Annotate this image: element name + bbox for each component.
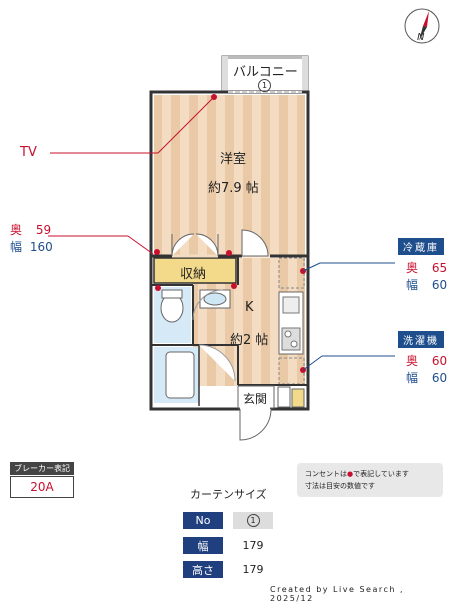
compass-north-letter: N [417,32,425,43]
outlet-note-line1-pre: コンセントは [305,470,347,478]
washer-size: 奥 60 幅 60 [406,353,447,387]
window-width-value: 160 [29,240,53,254]
window-depth-label: 奥 [10,223,23,237]
compass-icon [404,8,440,44]
window-depth-value: 59 [35,223,52,237]
washer-width-label: 幅 [406,371,419,385]
fridge-depth-label: 奥 [406,261,419,275]
western-room-floor [154,95,305,255]
washer-width-value: 60 [431,371,448,385]
outlet-marker [231,283,237,289]
kitchen-label: K [245,300,254,315]
curtain-row-header: 高さ [183,561,223,578]
curtain-title: カーテンサイズ [190,488,267,501]
fridge-size: 奥 65 幅 60 [406,260,447,294]
curtain-row-value: 1 [233,512,273,529]
curtain-row-value: 179 [242,563,264,576]
outlet-marker [155,285,161,291]
curtain-no-badge: 1 [246,514,260,527]
window-width-label: 幅 [10,240,23,254]
breaker-title: ブレーカー表記 [10,462,74,475]
tv-label: TV [20,145,37,160]
washer-title: 洗濯機 [398,331,444,348]
outlet-marker [226,250,232,256]
washer-depth-value: 60 [431,354,448,368]
balcony-number: 1 [261,81,268,90]
outlet-note-line2: 寸法は目安の数値です [305,482,375,490]
window-size-annotation: 奥 59 幅 160 [10,222,53,256]
fridge-depth-value: 65 [431,261,448,275]
fridge-title: 冷蔵庫 [398,238,444,255]
washer-depth-label: 奥 [406,354,419,368]
western-room-size: 約7.9 帖 [208,181,259,196]
fridge-width-label: 幅 [406,278,419,292]
kitchen-size: 約2 帖 [230,333,269,348]
footer-credit: Created by Live Search , 2025/12 [270,585,405,603]
balcony-label: バルコニー [233,65,298,80]
curtain-row-header: No [183,512,223,529]
outlet-note-line1-post: で表記しています [353,470,409,478]
outlet-dot-icon: ● [347,470,354,478]
compass: N [402,6,442,46]
outlet-note: コンセントは●で表記しています 寸法は目安の数値です [297,463,443,497]
breaker-value: 20A [10,476,74,498]
outlet-marker [154,249,160,255]
storage-label: 収納 [180,267,207,282]
balcony-number-badge: 1 [258,79,271,92]
storage-area [153,257,237,284]
western-room-label: 洋室 [220,152,247,167]
entrance-label: 玄関 [243,392,268,406]
curtain-row-value: 179 [242,539,264,552]
fridge-width-value: 60 [431,278,448,292]
curtain-row-header: 幅 [183,537,223,554]
